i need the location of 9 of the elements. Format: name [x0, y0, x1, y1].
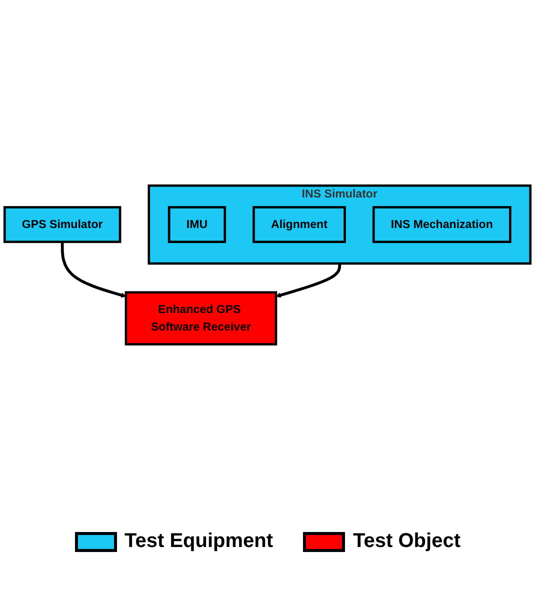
legend-label: Test Equipment — [124, 530, 274, 553]
arrow — [276, 264, 342, 298]
node-box: IMU — [168, 206, 226, 244]
node-box: Enhanced GPS Software Receiver — [124, 291, 278, 346]
arrow — [60, 242, 126, 298]
node-box: GPS Simulator — [3, 206, 122, 244]
node-box: Alignment — [252, 206, 346, 244]
node-box: INS Mechanization — [372, 206, 512, 244]
legend-label: Test Object — [353, 530, 460, 553]
